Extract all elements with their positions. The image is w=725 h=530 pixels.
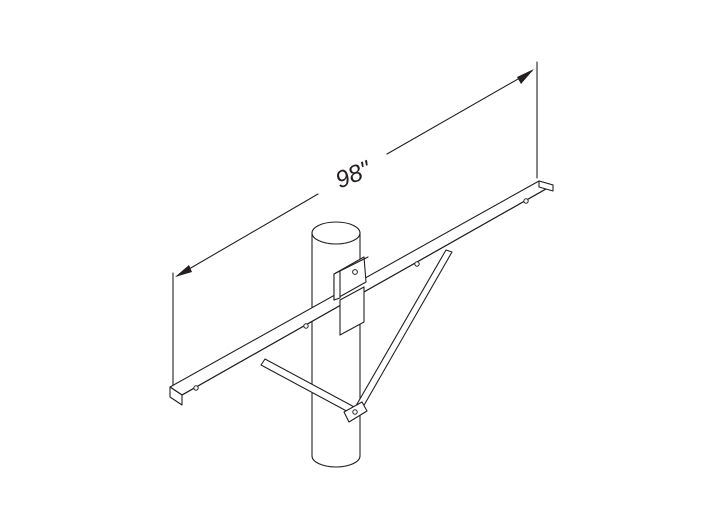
crossarm-bolt-hole-4 (523, 198, 529, 204)
crossarm-vertical-face (169, 386, 183, 406)
crossarm-bolt-hole-1 (193, 385, 199, 391)
bracket-bolt-hole (352, 269, 358, 275)
arrowhead-left (175, 265, 192, 277)
dimension-label: 98" (332, 155, 376, 194)
crossarm-end-face-right (538, 180, 554, 192)
dimension-line-left-segment (176, 193, 319, 277)
diagonal-brace (343, 249, 453, 423)
bracket-lower-plate (339, 286, 365, 336)
crossarm-bolt-hole-3 (414, 261, 420, 267)
bracket-top-edge (339, 256, 369, 272)
pole-mount-bracket (333, 256, 369, 336)
crossarm-bolt-hole-2 (303, 323, 309, 329)
brace-bolt-hole (352, 409, 358, 415)
bracket-upper-side (333, 270, 341, 301)
crossarm-bend-edge (181, 184, 554, 396)
diagonal-brace-bar (352, 249, 453, 415)
pole (311, 221, 361, 468)
arrowhead-right (517, 69, 534, 84)
dimension-line-right-segment (386, 70, 533, 155)
pole-top (311, 221, 361, 245)
